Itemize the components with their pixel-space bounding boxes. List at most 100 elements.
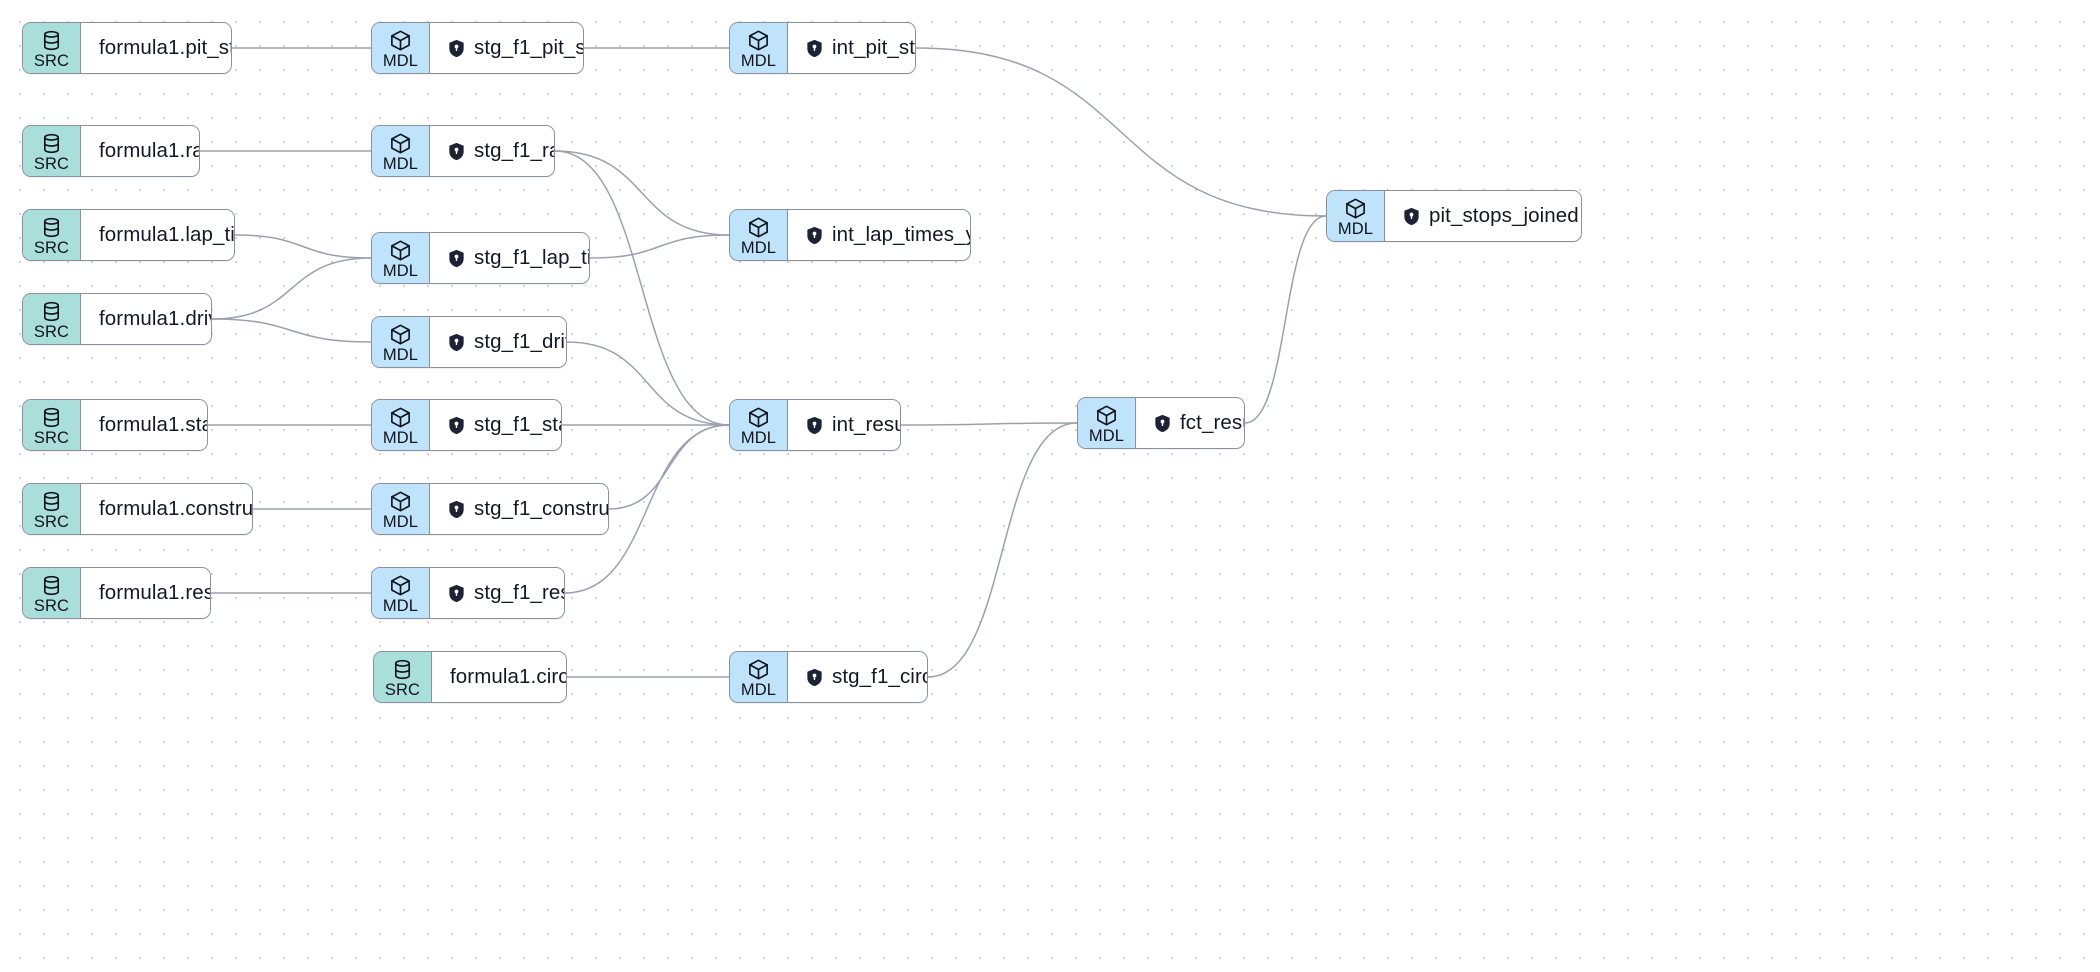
node-type-badge: SRC xyxy=(23,210,81,260)
node-body: stg_f1_drivers xyxy=(430,317,566,367)
node-type-badge: SRC xyxy=(23,400,81,450)
node-type-label: SRC xyxy=(33,428,70,447)
graph-node-stg_status[interactable]: MDL stg_f1_status xyxy=(371,399,562,451)
node-body: stg_f1_pit_stops xyxy=(430,23,584,73)
edge-stg_races-to-int_lap_times_years xyxy=(554,150,730,236)
node-type-badge: MDL xyxy=(1327,191,1385,241)
node-body: formula1.races xyxy=(81,126,199,176)
shield-icon xyxy=(448,39,465,58)
edge-src_drivers-to-stg_lap_times xyxy=(211,257,372,320)
node-type-label: SRC xyxy=(33,512,70,531)
node-type-label: MDL xyxy=(740,238,777,257)
node-body: fct_results xyxy=(1136,398,1244,448)
cube-icon xyxy=(747,29,770,52)
cube-icon xyxy=(747,406,770,429)
node-label: formula1.drivers xyxy=(99,307,211,330)
node-type-label: MDL xyxy=(740,51,777,70)
node-label: stg_f1_circuits xyxy=(832,665,927,688)
node-type-label: SRC xyxy=(33,154,70,173)
shield-icon xyxy=(806,416,823,435)
node-type-badge: MDL xyxy=(1078,398,1136,448)
node-type-label: SRC xyxy=(33,322,70,341)
node-label: formula1.circuits xyxy=(450,665,566,688)
graph-node-src_constructors[interactable]: SRC formula1.constructors xyxy=(22,483,253,535)
graph-node-src_circuits[interactable]: SRC formula1.circuits xyxy=(373,651,567,703)
node-body: stg_f1_circuits xyxy=(788,652,927,702)
shield-icon xyxy=(448,500,465,519)
node-type-badge: MDL xyxy=(372,400,430,450)
node-type-badge: MDL xyxy=(372,317,430,367)
node-type-label: SRC xyxy=(384,680,421,699)
node-type-badge: SRC xyxy=(23,568,81,618)
edge-stg_constructors-to-int_results xyxy=(608,424,730,510)
graph-node-stg_lap_times[interactable]: MDL stg_f1_lap_times xyxy=(371,232,590,284)
edge-stg_lap_times-to-int_lap_times_years xyxy=(589,234,730,259)
node-body: stg_f1_status xyxy=(430,400,561,450)
node-type-label: SRC xyxy=(33,51,70,70)
database-icon xyxy=(40,574,63,597)
cube-icon xyxy=(389,132,412,155)
node-type-badge: MDL xyxy=(730,652,788,702)
node-type-badge: MDL xyxy=(372,233,430,283)
edge-int_pit_stops-to-pit_stops_joined xyxy=(915,47,1327,217)
node-type-label: MDL xyxy=(382,428,419,447)
node-body: formula1.pit_stops xyxy=(81,23,231,73)
node-label: formula1.pit_stops xyxy=(99,36,231,59)
graph-node-src_races[interactable]: SRC formula1.races xyxy=(22,125,200,177)
cube-icon xyxy=(1344,197,1367,220)
shield-icon xyxy=(448,249,465,268)
node-body: formula1.circuits xyxy=(432,652,566,702)
node-label: stg_f1_constructors xyxy=(474,497,609,520)
node-label: formula1.constructors xyxy=(99,497,253,520)
database-icon xyxy=(40,406,63,429)
shield-icon xyxy=(1403,207,1420,226)
node-body: formula1.lap_times xyxy=(81,210,234,260)
graph-node-int_results[interactable]: MDL int_results xyxy=(729,399,901,451)
database-icon xyxy=(40,216,63,239)
node-label: stg_f1_pit_stops xyxy=(474,36,584,59)
shield-icon xyxy=(806,668,823,687)
node-type-label: MDL xyxy=(382,154,419,173)
node-type-badge: MDL xyxy=(730,400,788,450)
node-body: stg_f1_results xyxy=(430,568,564,618)
shield-icon xyxy=(806,39,823,58)
node-type-badge: SRC xyxy=(374,652,432,702)
node-label: formula1.results xyxy=(99,581,211,604)
node-label: stg_f1_status xyxy=(474,413,561,436)
node-type-badge: MDL xyxy=(372,126,430,176)
graph-node-src_results[interactable]: SRC formula1.results xyxy=(22,567,211,619)
node-label: stg_f1_lap_times xyxy=(474,246,589,269)
node-type-badge: SRC xyxy=(23,294,81,344)
edge-fct_results-to-pit_stops_joined xyxy=(1244,215,1327,424)
node-body: pit_stops_joined xyxy=(1385,191,1581,241)
node-body: formula1.status xyxy=(81,400,207,450)
node-type-label: MDL xyxy=(1337,219,1374,238)
node-body: stg_f1_constructors xyxy=(430,484,609,534)
node-body: formula1.constructors xyxy=(81,484,253,534)
edge-src_drivers-to-stg_drivers xyxy=(211,318,372,343)
node-label: int_results xyxy=(832,413,900,436)
edge-int_results-to-fct_results xyxy=(900,422,1078,426)
node-type-badge: MDL xyxy=(372,23,430,73)
graph-node-src_status[interactable]: SRC formula1.status xyxy=(22,399,208,451)
shield-icon xyxy=(448,416,465,435)
node-type-label: MDL xyxy=(382,51,419,70)
database-icon xyxy=(40,490,63,513)
node-type-badge: MDL xyxy=(730,210,788,260)
cube-icon xyxy=(389,490,412,513)
graph-node-stg_circuits[interactable]: MDL stg_f1_circuits xyxy=(729,651,928,703)
graph-node-src_drivers[interactable]: SRC formula1.drivers xyxy=(22,293,212,345)
graph-node-src_pit_stops[interactable]: SRC formula1.pit_stops xyxy=(22,22,232,74)
graph-node-pit_stops_joined[interactable]: MDL pit_stops_joined xyxy=(1326,190,1582,242)
graph-node-stg_pit_stops[interactable]: MDL stg_f1_pit_stops xyxy=(371,22,584,74)
